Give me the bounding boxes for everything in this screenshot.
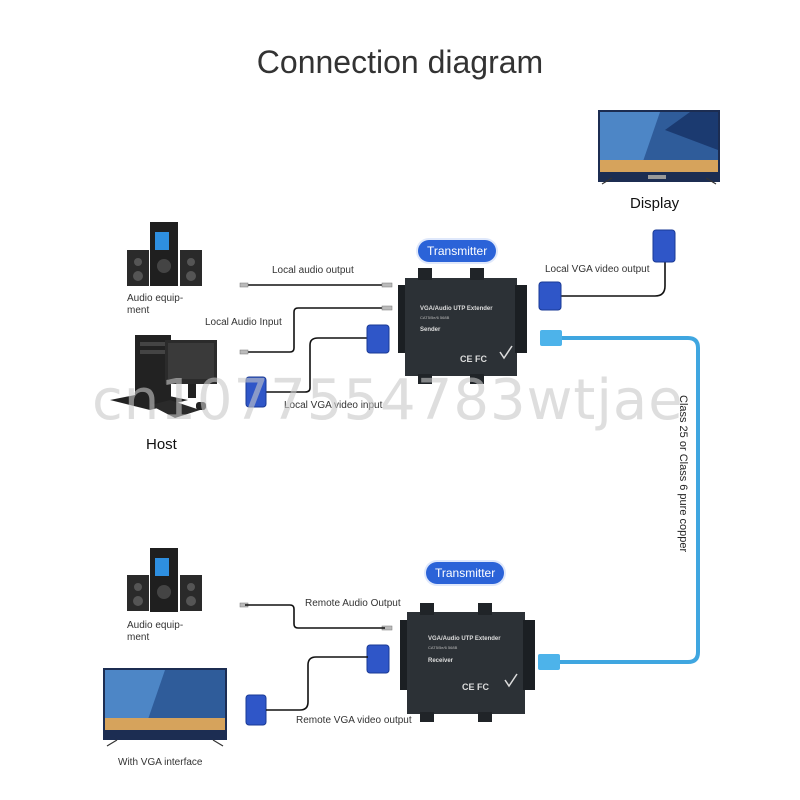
local-vga-video-output-label: Local VGA video output	[545, 264, 650, 275]
local-audio-output-label: Local audio output	[272, 265, 354, 276]
svg-text:CE FC: CE FC	[460, 354, 488, 364]
local-audio-input-label: Local Audio Input	[205, 317, 282, 328]
receiver-extender-box: VGA/Audio UTP Extender CAT5/5e/6 568B Re…	[400, 603, 535, 722]
remote-vga-video-output-label: Remote VGA video output	[296, 715, 412, 726]
receiver-spec-text: CAT5/5e/6 568B	[428, 645, 458, 650]
sender-extender-box: VGA/Audio UTP Extender CAT5/5e/6 568B Se…	[398, 268, 527, 384]
display-monitor-image	[598, 110, 720, 185]
sender-name-text: VGA/Audio UTP Extender	[420, 306, 493, 312]
speaker-set-top	[127, 222, 202, 286]
receiver-role-text: Receiver	[428, 658, 454, 664]
vga-interface-label: With VGA interface	[118, 757, 203, 768]
host-computer-image	[110, 335, 217, 418]
local-vga-video-input-label: Local VGA video input	[284, 400, 383, 411]
display-label: Display	[630, 195, 680, 212]
audio-equipment-label-bottom: Audio equip- ment	[127, 620, 184, 643]
network-cable	[538, 330, 700, 670]
transmitter-badge-bottom: Transmitter	[426, 562, 505, 584]
audio-equipment-label-top: Audio equip- ment	[127, 293, 184, 316]
vga-monitor-image	[103, 668, 227, 747]
remote-audio-output-label: Remote Audio Output	[305, 598, 401, 609]
speaker-set-bottom	[127, 548, 202, 612]
transmitter-badge-top: Transmitter	[418, 240, 497, 262]
watermark-text: cn1077554783wtjae	[92, 368, 684, 433]
sender-spec-text: CAT5/5e/6 568B	[420, 315, 450, 320]
bottom-cables	[245, 604, 385, 711]
svg-text:CE FC: CE FC	[462, 682, 490, 692]
receiver-name-text: VGA/Audio UTP Extender	[428, 636, 501, 642]
diagram-title: Connection diagram	[256, 44, 544, 80]
sender-role-text: Sender	[420, 327, 441, 333]
top-cables	[245, 262, 666, 393]
vga-connectors	[245, 229, 676, 726]
host-label: Host	[146, 436, 177, 453]
